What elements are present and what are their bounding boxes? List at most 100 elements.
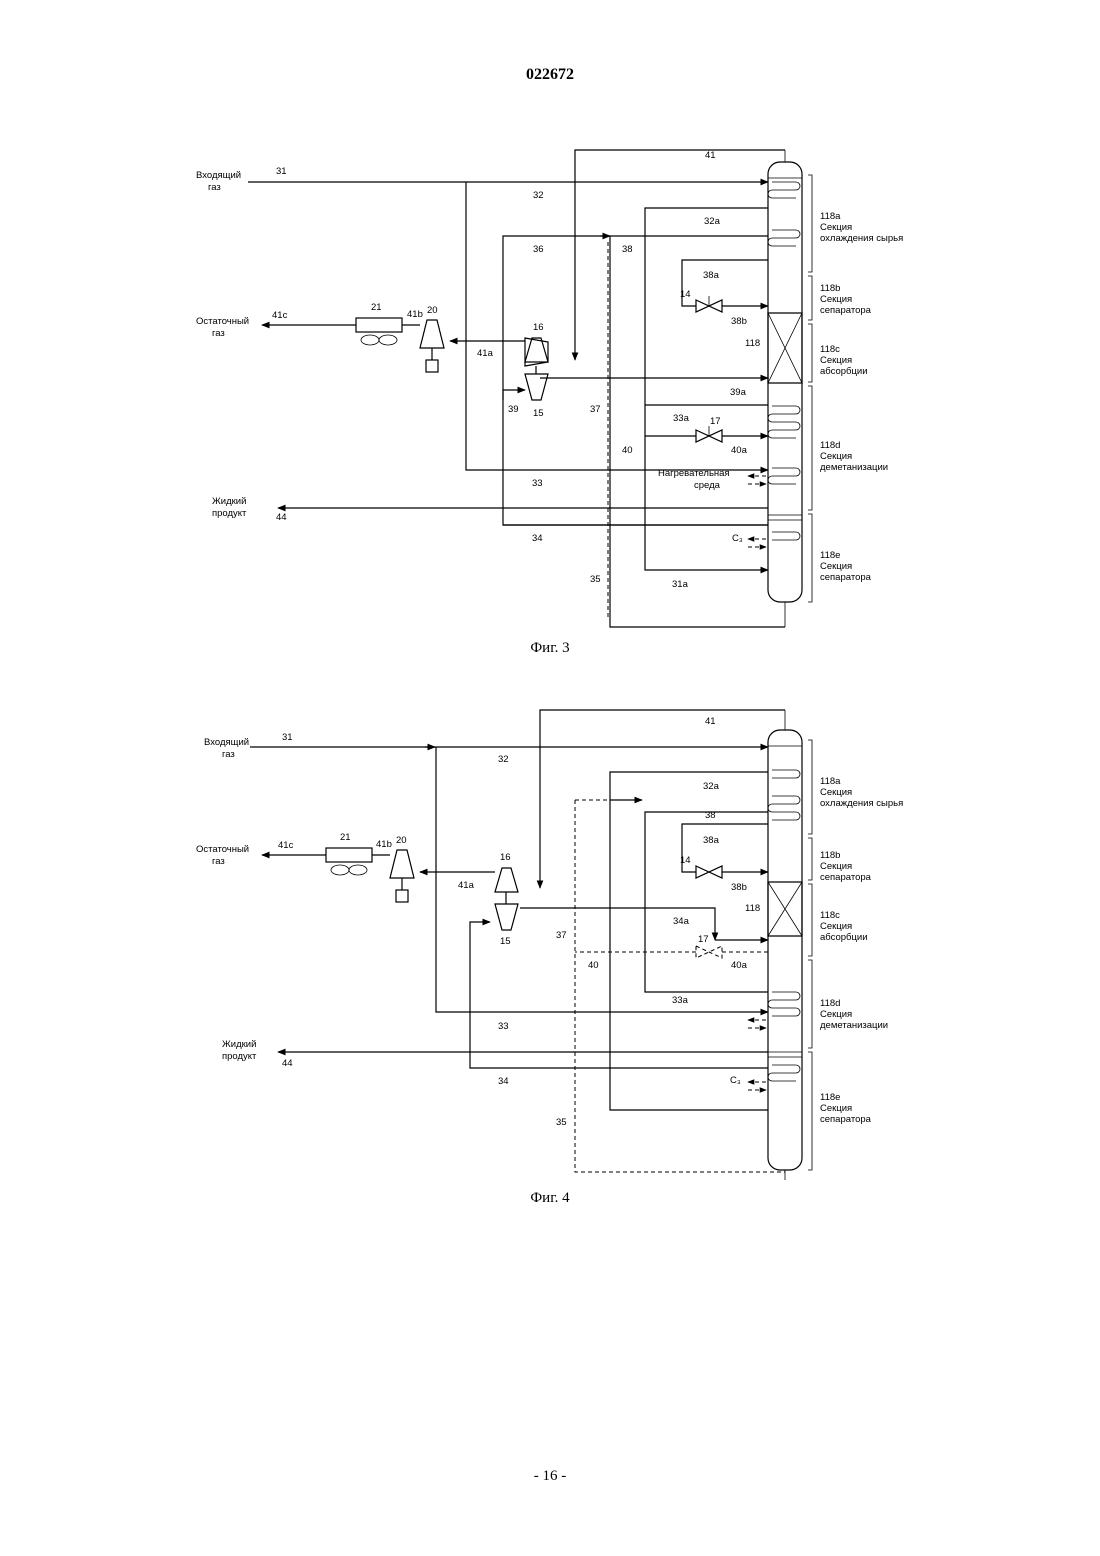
cooler-21-icon xyxy=(326,848,372,875)
stream-label: 20 xyxy=(427,305,438,316)
section-braces xyxy=(808,175,812,602)
label-inlet-gas-2: газ xyxy=(208,182,221,193)
stream-label: 118a xyxy=(820,776,841,787)
stream-label: 41b xyxy=(376,839,392,850)
stream-label: сепаратора xyxy=(820,872,872,883)
stream-label: сепаратора xyxy=(820,572,872,583)
label-liquid-product-2: продукт xyxy=(212,508,247,519)
stream-label: 36 xyxy=(533,244,544,255)
stream-label: газ xyxy=(212,856,225,867)
stream-label: 37 xyxy=(556,930,567,941)
label-residue-gas-2: газ xyxy=(212,328,225,339)
figure-4-caption: Фиг. 4 xyxy=(0,1190,1100,1207)
stream-label: 40 xyxy=(588,960,599,971)
stream-label: охлаждения сырья xyxy=(820,798,903,809)
label-heating-medium: Нагревательная xyxy=(658,468,730,479)
stream-label: 17 xyxy=(698,934,709,945)
stream-label: 15 xyxy=(500,936,511,947)
stream-label: 34 xyxy=(498,1076,509,1087)
stream-label: 33a xyxy=(672,995,689,1006)
stream-label: Жидкий xyxy=(222,1039,256,1050)
stream-label: Секция xyxy=(820,561,852,572)
stream-label: 21 xyxy=(340,832,351,843)
figure-3-diagram: Входящий газ Остаточный газ Жидкий проду… xyxy=(0,130,1100,640)
stream-label: 33 xyxy=(498,1021,509,1032)
stream-label: 31a xyxy=(672,579,689,590)
stream-label: 118b xyxy=(820,283,840,294)
stream-label: охлаждения сырья xyxy=(820,233,903,244)
stream-label: Входящий xyxy=(204,737,249,748)
stream-label: деметанизации xyxy=(820,462,888,473)
stream-label: Секция xyxy=(820,1009,852,1020)
stream-label: 118e xyxy=(820,550,840,561)
stream-label: C₃ xyxy=(730,1075,741,1086)
stream-label: продукт xyxy=(222,1051,257,1062)
stream-label: 118a xyxy=(820,211,841,222)
stream-label: 118c xyxy=(820,910,840,921)
valve-17-icon xyxy=(696,946,722,958)
stream-label: 37 xyxy=(590,404,601,415)
stream-label: 34a xyxy=(673,916,690,927)
stream-label: Секция xyxy=(820,921,852,932)
stream-label: Секция xyxy=(820,787,852,798)
column-vessel xyxy=(768,710,802,1180)
stream-label: 38a xyxy=(703,270,720,281)
stream-label: абсорбции xyxy=(820,366,868,377)
cooler-21-icon xyxy=(356,318,402,345)
stream-label: 41a xyxy=(477,348,494,359)
stream-label: Секция xyxy=(820,222,852,233)
stream-label: Секция xyxy=(820,1103,852,1114)
page-header: 022672 xyxy=(0,66,1100,84)
stream-label: 41c xyxy=(272,310,288,321)
stream-label: абсорбции xyxy=(820,932,868,943)
stream-label: 118d xyxy=(820,440,840,451)
stream-label: деметанизации xyxy=(820,1020,888,1031)
stream-label: 41c xyxy=(278,840,294,851)
stream-label: 34 xyxy=(532,533,543,544)
section-braces xyxy=(808,740,812,1170)
stream-label: 118 xyxy=(745,338,760,349)
label-liquid-product: Жидкий xyxy=(212,496,246,507)
stream-label: 41 xyxy=(705,716,716,727)
expander-15-icon xyxy=(525,366,548,400)
stream-label: 33 xyxy=(532,478,543,489)
stream-label: Секция xyxy=(820,355,852,366)
stream-label: 39a xyxy=(730,387,747,398)
compressor-20-icon xyxy=(420,320,444,372)
stream-label: Секция xyxy=(820,451,852,462)
stream-label: 14 xyxy=(680,855,691,866)
stream-label: 40a xyxy=(731,960,748,971)
stream-label: 31 xyxy=(276,166,287,177)
stream-label: 31 xyxy=(282,732,293,743)
stream-label: Остаточный xyxy=(196,844,249,855)
stream-label: 38 xyxy=(705,810,716,821)
stream-label: Секция xyxy=(820,861,852,872)
stream-label: 118d xyxy=(820,998,840,1009)
stream-label: 32a xyxy=(704,216,721,227)
label-heating-medium-2: среда xyxy=(694,480,721,491)
page-number: - 16 - xyxy=(0,1468,1100,1485)
stream-label: 38 xyxy=(622,244,633,255)
column-vessel xyxy=(768,150,802,627)
stream-label: 38b xyxy=(731,882,747,893)
stream-label: 21 xyxy=(371,302,382,313)
stream-label: 44 xyxy=(276,512,287,523)
label-c3: C₃ xyxy=(732,533,743,544)
stream-label: 35 xyxy=(556,1117,567,1128)
stream-label: 39 xyxy=(508,404,519,415)
valve-14-icon xyxy=(696,866,722,878)
stream-label: Секция xyxy=(820,294,852,305)
valve-17-icon xyxy=(696,426,722,442)
stream-label: 15 xyxy=(533,408,544,419)
expander-15-icon xyxy=(495,892,518,930)
compressor-16-icon xyxy=(495,868,518,892)
stream-label: 118 xyxy=(745,903,760,914)
label-inlet-gas: Входящий xyxy=(196,170,241,181)
compressor-16-icon xyxy=(525,338,548,366)
label-residue-gas: Остаточный xyxy=(196,316,249,327)
stream-label: 33a xyxy=(673,413,690,424)
stream-label: 41 xyxy=(705,150,716,161)
stream-label: 35 xyxy=(590,574,601,585)
stream-label: 38a xyxy=(703,835,720,846)
figure-4-diagram: Входящий газ Остаточный газ Жидкий проду… xyxy=(0,700,1100,1185)
